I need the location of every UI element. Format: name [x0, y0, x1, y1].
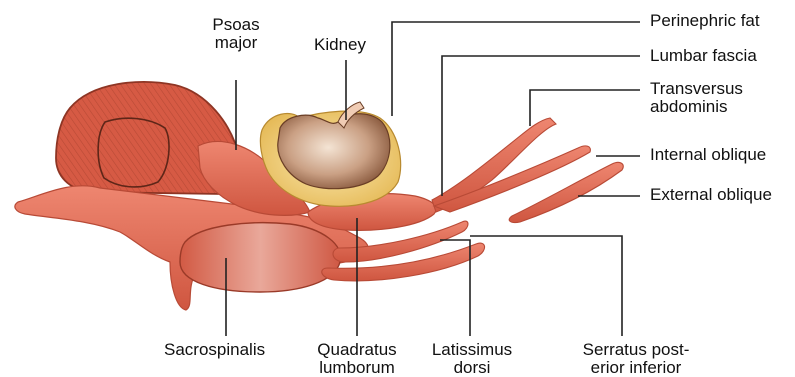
label-serratus-posterior-inferior: Serratus post- erior inferior: [568, 341, 704, 377]
label-external-oblique: External oblique: [650, 186, 772, 204]
label-latissimus-dorsi-line2: dorsi: [420, 359, 524, 377]
label-psoas-major-line2: major: [198, 34, 274, 52]
label-quadratus-lumborum-line2: lumborum: [304, 359, 410, 377]
label-quadratus-lumborum-line1: Quadratus: [304, 341, 410, 359]
label-serratus-posterior-inferior-line2: erior inferior: [568, 359, 704, 377]
label-sacrospinalis: Sacrospinalis: [164, 341, 265, 359]
label-transversus-abdominis-line1: Transversus: [650, 80, 743, 98]
label-perinephric-fat: Perinephric fat: [650, 12, 760, 30]
leader-perinephric-fat: [392, 22, 640, 116]
label-lumbar-fascia: Lumbar fascia: [650, 47, 757, 65]
label-transversus-abdominis-line2: abdominis: [650, 98, 743, 116]
label-psoas-major: Psoas major: [198, 16, 274, 52]
label-latissimus-dorsi-line1: Latissimus: [420, 341, 524, 359]
sacrospinalis-muscle: [180, 223, 341, 292]
label-transversus-abdominis: Transversus abdominis: [650, 80, 743, 116]
leader-serratus-posterior-inferior: [470, 236, 622, 336]
label-internal-oblique: Internal oblique: [650, 146, 766, 164]
transversus-abdominis-muscle: [432, 118, 556, 212]
label-latissimus-dorsi: Latissimus dorsi: [420, 341, 524, 377]
label-serratus-posterior-inferior-line1: Serratus post-: [568, 341, 704, 359]
label-psoas-major-line1: Psoas: [198, 16, 274, 34]
label-kidney: Kidney: [314, 36, 366, 54]
label-quadratus-lumborum: Quadratus lumborum: [304, 341, 410, 377]
kidney: [278, 114, 390, 189]
